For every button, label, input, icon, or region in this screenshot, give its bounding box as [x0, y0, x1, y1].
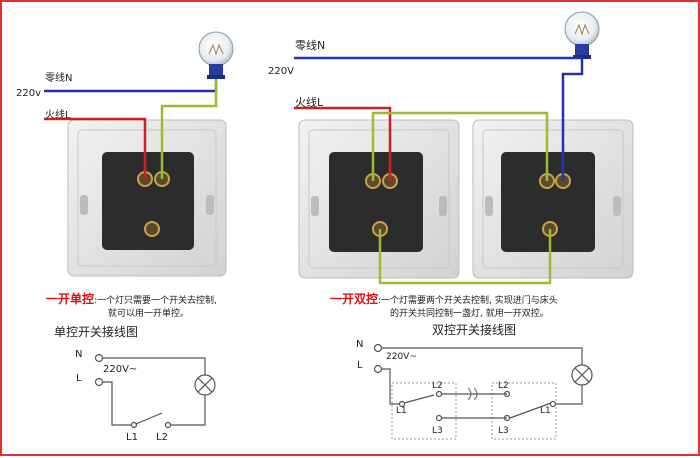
left-switch-plate	[67, 119, 227, 277]
traveller-wire-1	[371, 111, 549, 181]
left-caption-line2: 就可以用一开单控。	[108, 309, 190, 319]
left-sch-l: L	[76, 373, 82, 384]
right-sch-voltage: 220V~	[386, 352, 417, 362]
right-sch-l: L	[357, 360, 363, 371]
right-schematic	[373, 343, 593, 440]
left-live-wire	[44, 117, 147, 179]
sw2-label-l2: L2	[498, 381, 509, 391]
left-live-label: 火线L	[45, 110, 71, 121]
sw1-box	[391, 382, 457, 440]
left-switch-module	[102, 152, 194, 250]
sw2-box	[491, 382, 557, 440]
right-neutral-label: 零线N	[295, 39, 326, 52]
left-lamp-wire	[160, 79, 218, 179]
right-schematic-title: 双控开关接线图	[432, 323, 517, 337]
right-wires	[294, 56, 584, 285]
left-caption-title: 一开单控	[46, 292, 95, 306]
left-sch-l1: L1	[126, 432, 138, 443]
right-switch-module-1	[329, 152, 423, 252]
left-sch-voltage: 220V~	[103, 364, 138, 375]
right-caption-line2: 的开关共同控制一盏灯, 就用一开双控。	[390, 309, 549, 319]
right-voltage-label: 220V	[268, 66, 294, 77]
sw2-label-l3: L3	[498, 426, 509, 436]
lamp-feed-hidden	[562, 59, 582, 86]
left-sch-n: N	[75, 349, 83, 360]
right-sch-n: N	[356, 339, 364, 350]
left-schematic	[94, 353, 216, 429]
right-bulb-icon	[564, 11, 600, 59]
sw2-label-l1: L1	[540, 406, 551, 416]
right-switch-module-2	[501, 152, 595, 252]
left-bulb-icon	[198, 31, 234, 79]
right-switch-plate-1	[298, 119, 460, 279]
sw1-label-l2: L2	[432, 381, 443, 391]
right-lamp-neutral	[561, 59, 584, 181]
left-voltage-label: 220v	[16, 88, 42, 99]
right-live-wire	[294, 106, 392, 181]
left-switch-blade	[135, 412, 163, 425]
traveller-wire-2	[378, 229, 552, 285]
right-caption-title: 一开双控	[330, 292, 379, 306]
right-caption-line1: :一个灯需要两个开关去控制, 实现进门与床头	[378, 296, 558, 306]
left-terminal-l2	[144, 221, 160, 237]
sw1-label-l3: L3	[432, 426, 443, 436]
right-switch-plate-2	[472, 119, 634, 279]
sw1-label-l1: L1	[396, 406, 407, 416]
left-sch-l2: L2	[156, 432, 168, 443]
left-caption-line1: :一个灯只需要一个开关去控制,	[94, 296, 217, 306]
right-caption: 一开双控:一个灯需要两个开关去控制, 实现进门与床头	[330, 290, 558, 307]
left-neutral-label: 零线N	[45, 73, 73, 84]
left-caption: 一开单控:一个灯只需要一个开关去控制,	[46, 290, 217, 307]
right-live-label: 火线L	[295, 96, 324, 109]
left-schematic-title: 单控开关接线图	[54, 325, 139, 339]
left-wires	[44, 79, 218, 179]
